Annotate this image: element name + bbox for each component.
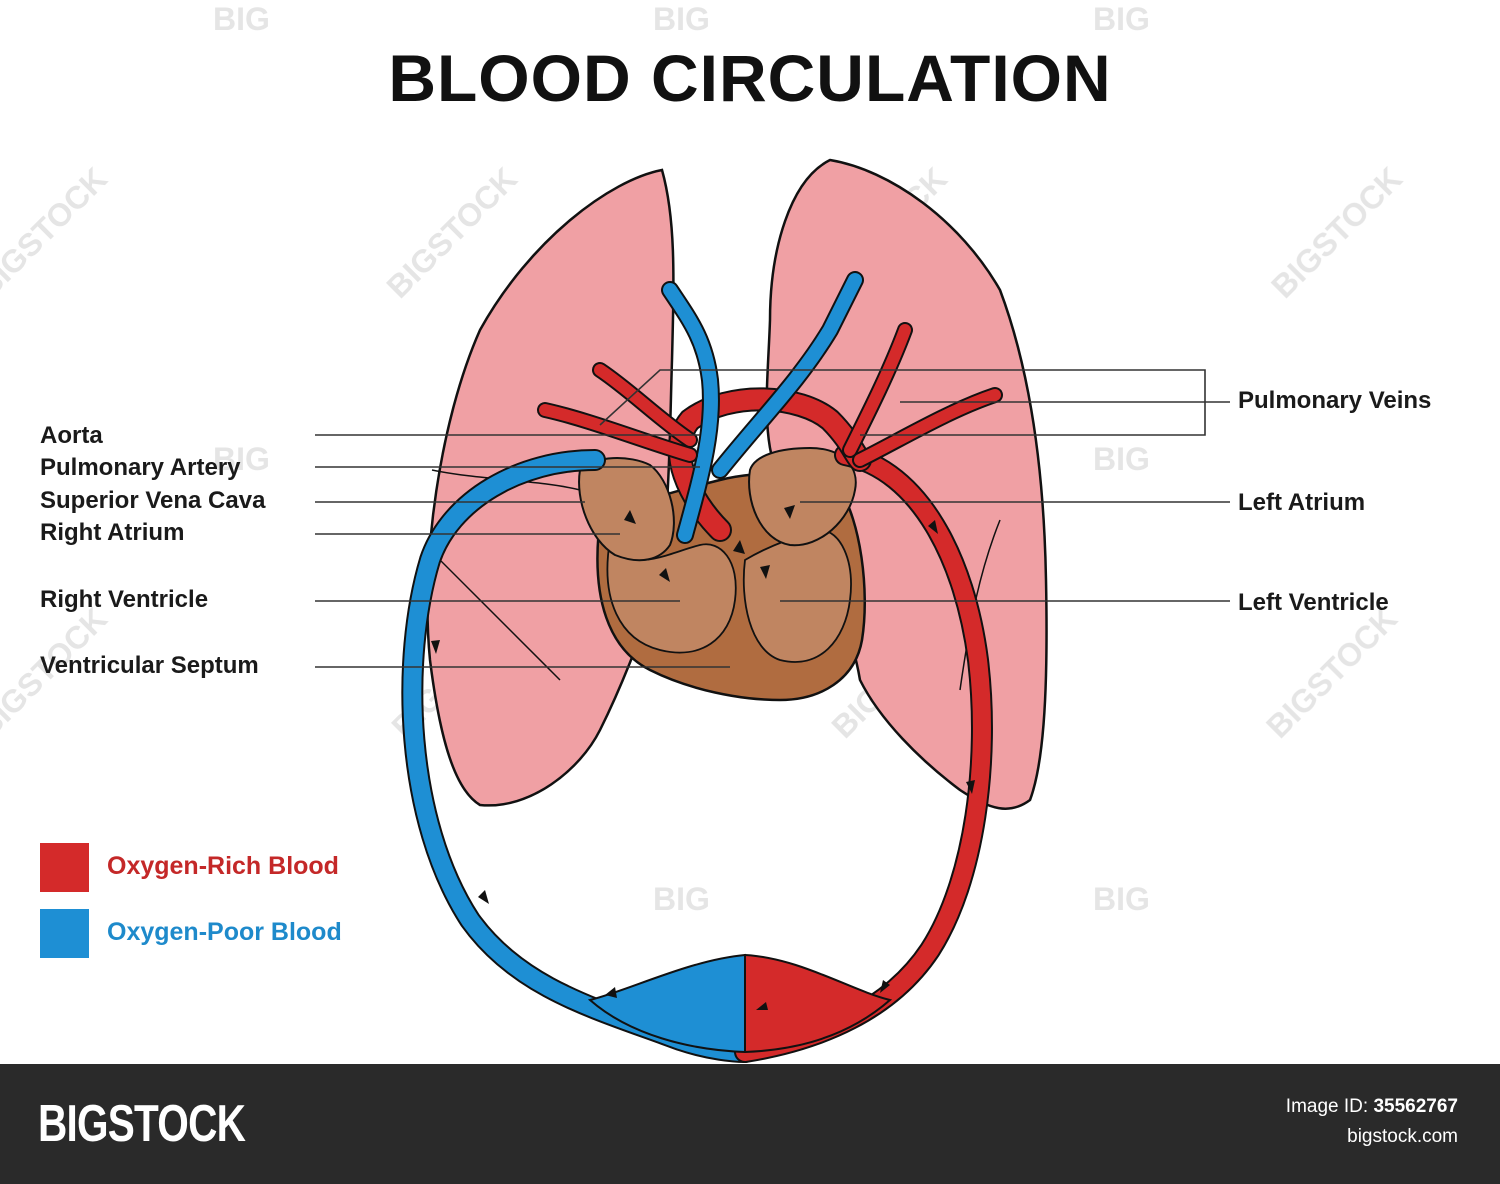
right-lung (426, 168, 675, 807)
page-title: BLOOD CIRCULATION (388, 41, 1112, 115)
legend-label-oxygen-rich: Oxygen-Rich Blood (107, 852, 339, 880)
arrow-icon (733, 540, 745, 554)
leader-pulmonary-veins (599, 369, 1206, 436)
arrow-icon (760, 565, 770, 579)
label-right-atrium: Right Atrium (40, 519, 185, 546)
flow-arrows (431, 505, 975, 1010)
arrow-icon (624, 510, 636, 524)
watermark-big: BIG (1093, 441, 1150, 477)
arrow-icon (928, 520, 938, 534)
site-link[interactable]: bigstock.com (1347, 1126, 1458, 1147)
left-atrium-shape (748, 446, 857, 547)
label-pulmonary-artery: Pulmonary Artery (40, 454, 241, 481)
pulmonary-vein-right-lower-fill (539, 404, 696, 461)
legend-label-oxygen-poor: Oxygen-Poor Blood (107, 918, 342, 946)
watermark-bigstock: BIGSTOCK (379, 160, 523, 304)
diagram-canvas: BIG BIG BIG BIG BIG BIG BIG BIG BIGSTOCK… (0, 1, 1432, 1063)
label-pulmonary-veins: Pulmonary Veins (1238, 387, 1432, 414)
capillary-bed-poor (587, 953, 746, 1054)
label-aorta: Aorta (40, 422, 103, 449)
capillary-bed-rich (744, 953, 893, 1054)
watermark-big: BIG (653, 881, 710, 917)
right-lung-lobe-line (439, 559, 561, 681)
pulmonary-artery-fill (663, 283, 718, 542)
pulmonary-vein-left-upper-fill (844, 324, 911, 456)
watermark-bigstock: BIGSTOCK (1264, 160, 1408, 304)
label-left-ventricle: Left Ventricle (1238, 589, 1389, 616)
arrow-icon (784, 505, 795, 519)
arrow-icon (659, 568, 670, 582)
image-id: Image ID: 35562767 (1286, 1096, 1458, 1118)
watermark-big: BIG (213, 1, 270, 37)
watermark-big: BIG (653, 1, 710, 37)
watermark-big: BIG (1093, 881, 1150, 917)
circulation-diagram: BIG BIG BIG BIG BIG BIG BIG BIG BIGSTOCK… (0, 1, 1409, 1063)
pulmonary-vein-right-upper-fill (594, 364, 696, 446)
watermark-big: BIG (1093, 1, 1150, 37)
arrow-icon (756, 1002, 768, 1010)
image-id-value: 35562767 (1373, 1096, 1458, 1117)
label-left-atrium: Left Atrium (1238, 489, 1366, 516)
footer-bar: BIGSTOCK Image ID: 35562767 bigstock.com (0, 1064, 1500, 1184)
aortic-arch-fill (669, 389, 870, 540)
label-ventricular-septum: Ventricular Septum (40, 652, 259, 679)
label-right-ventricle: Right Ventricle (40, 586, 209, 613)
pulmonary-artery-left-branch-fill (713, 273, 862, 477)
arrow-icon (605, 987, 617, 998)
watermark-big: BIG (213, 441, 270, 477)
brand-logo[interactable]: BIGSTOCK (38, 1095, 246, 1153)
arrow-icon (966, 780, 975, 794)
watermark-bigstock: BIGSTOCK (1259, 600, 1403, 744)
pulmonary-vein-left-lower-fill (854, 389, 1001, 466)
arrow-icon (478, 890, 489, 904)
arrow-icon (880, 980, 890, 993)
legend-swatch-oxygen-poor (40, 909, 89, 958)
arrow-icon (431, 640, 440, 654)
label-superior-vena-cava: Superior Vena Cava (40, 487, 266, 514)
legend-swatch-oxygen-rich (40, 843, 89, 892)
watermark-bigstock: BIGSTOCK (0, 160, 114, 304)
leader-lines (315, 369, 1230, 668)
image-id-label: Image ID: (1285, 1096, 1369, 1117)
